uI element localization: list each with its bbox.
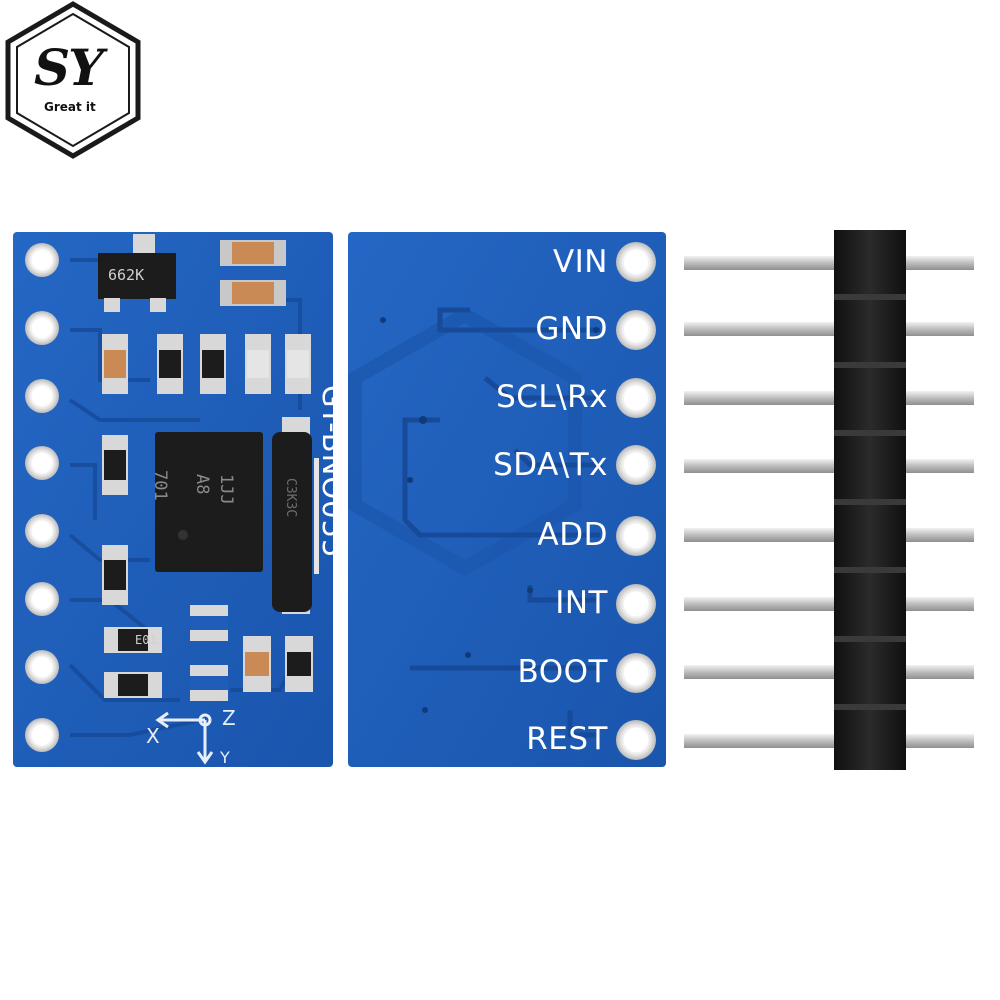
front-pin-pads (25, 243, 59, 752)
axis-label-z: Z (222, 706, 236, 730)
voltage-regulator (98, 234, 176, 312)
pin-header (684, 230, 974, 770)
capacitors-top (220, 240, 286, 306)
pin-label-add: ADD (537, 517, 608, 553)
pin-label-gnd: GND (535, 311, 608, 347)
brand-tagline: Great it (44, 100, 96, 114)
pin-label-scl-rx: SCL\Rx (496, 379, 608, 415)
bno055-chip (155, 432, 263, 572)
pin-label-rest: REST (526, 721, 608, 757)
crystal-marking: C3K3C (283, 478, 298, 518)
pin-label-sda-tx: SDA\Tx (493, 447, 608, 483)
pin-label-vin: VIN (552, 244, 608, 280)
board-back (348, 232, 666, 767)
resistor-marking: 662K (108, 266, 145, 284)
axis-indicator (155, 711, 214, 765)
brand-letters: SY (34, 38, 104, 97)
board-front (13, 232, 333, 767)
pin-label-boot: BOOT (517, 654, 608, 690)
back-pin-pads (616, 242, 656, 760)
axis-label-x: X (146, 724, 160, 748)
pin-label-int: INT (555, 585, 608, 621)
header-pins (684, 256, 974, 748)
header-plastic-body (834, 230, 906, 770)
crystal-oscillator (272, 417, 319, 614)
smd-components (102, 334, 313, 701)
axis-label-y: Y (220, 748, 230, 767)
smd-marking: E01 (135, 633, 157, 647)
brand-logo (5, 1, 141, 159)
